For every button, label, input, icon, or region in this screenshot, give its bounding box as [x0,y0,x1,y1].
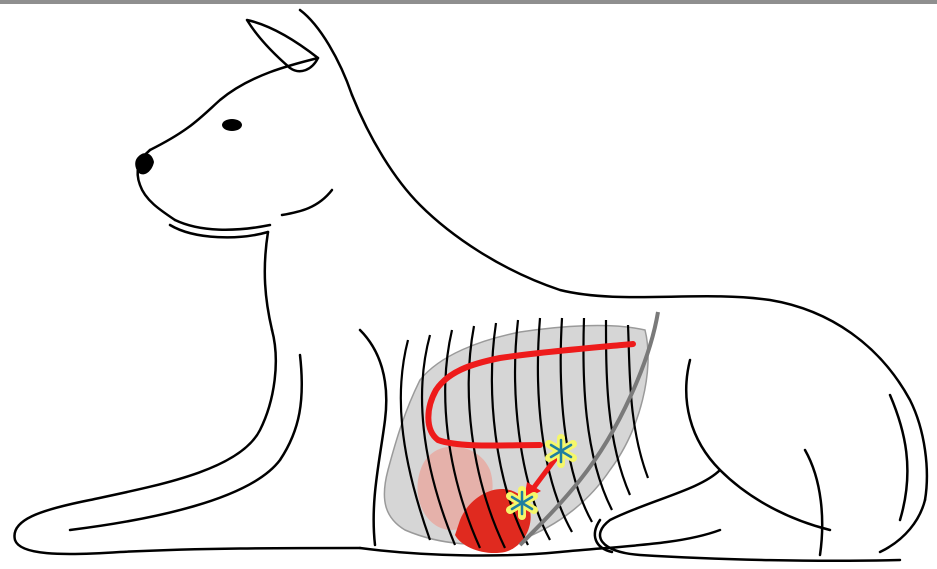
eye [222,119,242,131]
nose [135,153,154,174]
